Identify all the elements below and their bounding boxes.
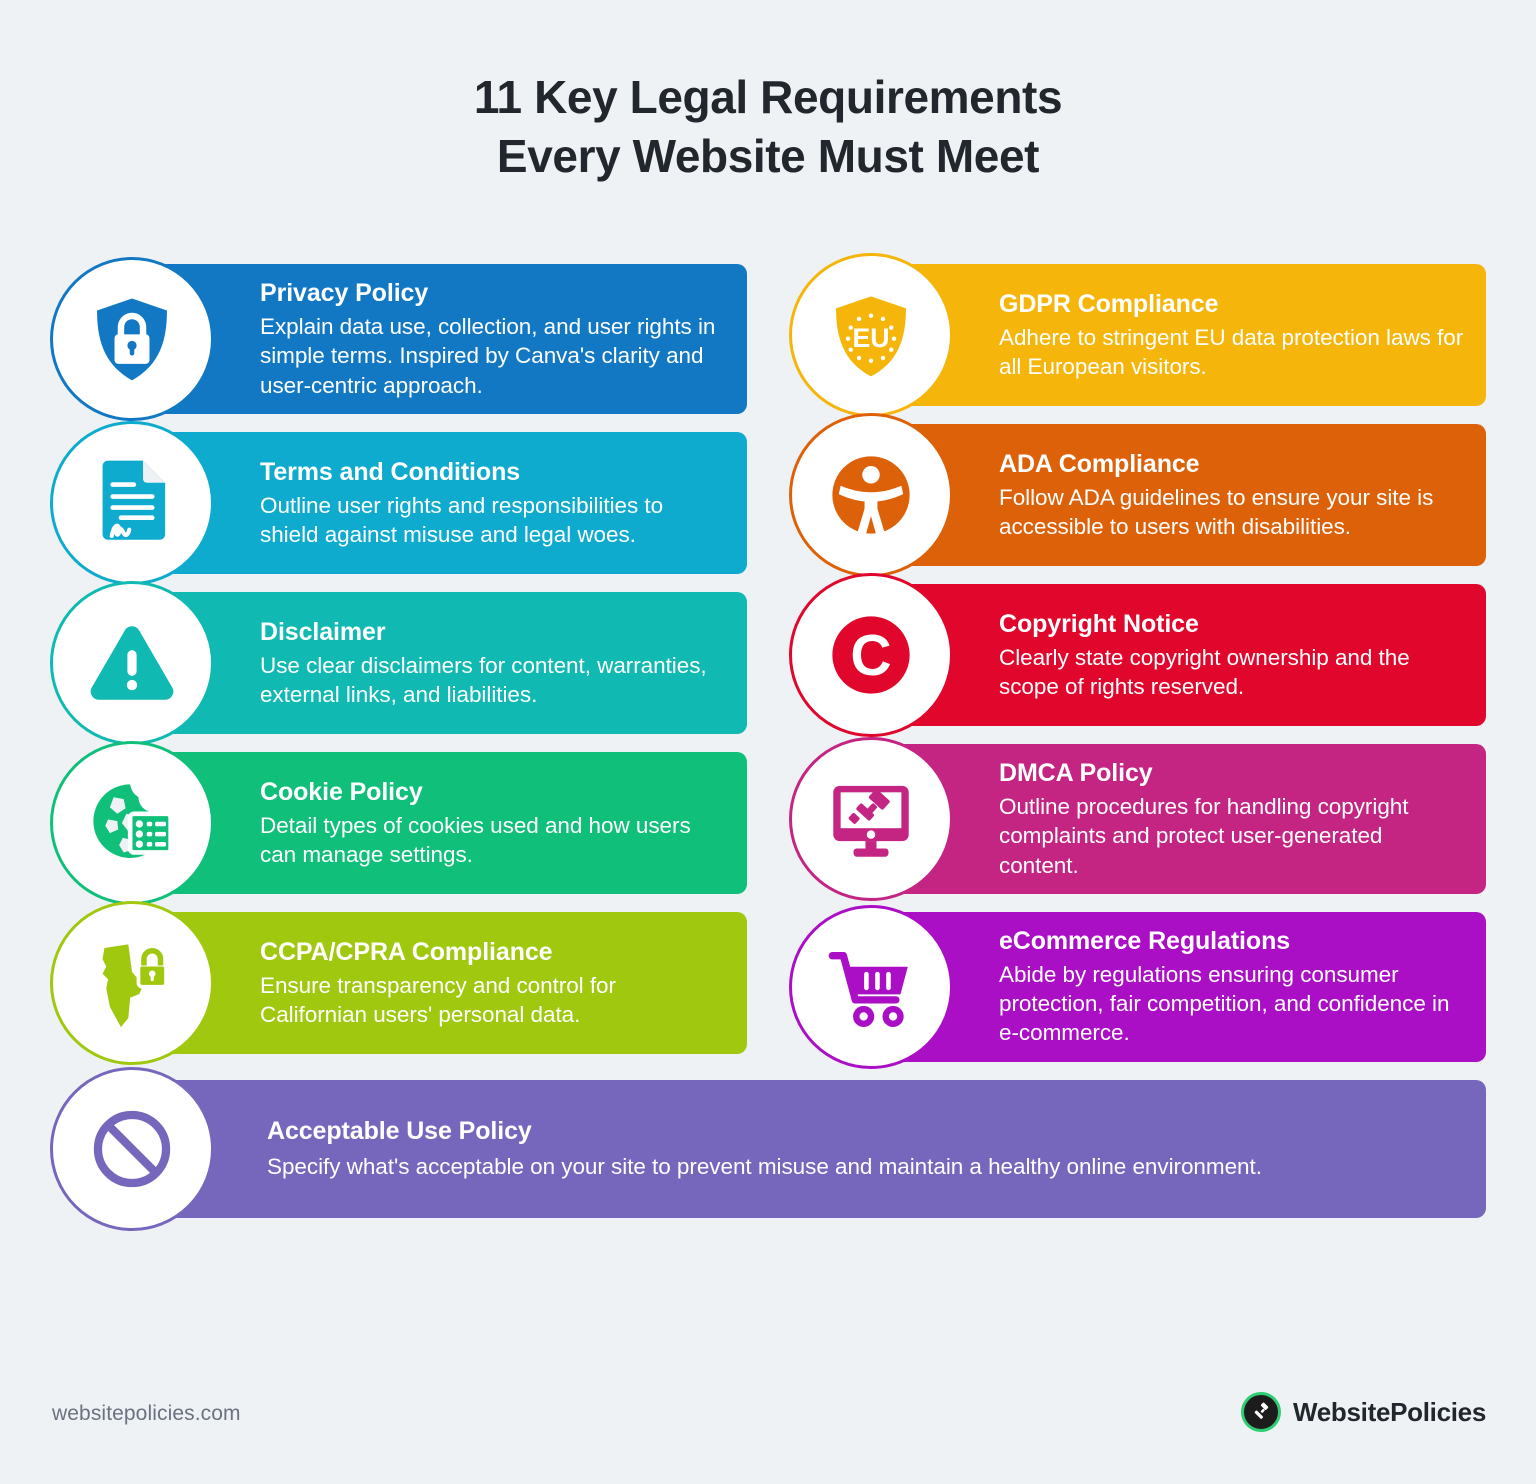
california-lock-icon [50, 900, 214, 1065]
card-title: eCommerce Regulations [999, 926, 1291, 955]
card-description: Specify what's acceptable on your site t… [267, 1153, 1262, 1179]
brand-logo[interactable]: WebsitePolicies [1241, 1392, 1486, 1432]
card-description: Outline procedures for handling copyrigh… [999, 794, 1409, 878]
card-title: Privacy Policy [260, 279, 429, 307]
card-description: Abide by regulations ensuring consumer p… [999, 961, 1450, 1046]
title-line-2: Every Website Must Meet [496, 129, 1040, 182]
card-description: Use clear disclaimers for content, warra… [260, 652, 707, 707]
card-description: Explain data use, collection, and user r… [260, 314, 716, 398]
card-title: Terms and Conditions [260, 457, 521, 486]
card-title: DMCA Policy [999, 759, 1153, 787]
prohibited-icon [50, 1066, 214, 1231]
page-title: 11 Key Legal Requirements Every Website … [0, 68, 1536, 186]
shield-lock-icon [50, 256, 214, 421]
card-description: Detail types of cookies used and how use… [260, 812, 691, 867]
card-title: Copyright Notice [999, 609, 1199, 638]
signed-document-icon [50, 420, 214, 585]
copyright-icon: C [789, 573, 953, 737]
warning-triangle-icon [50, 580, 214, 745]
svg-text:EU: EU [852, 323, 889, 353]
card-title: CCPA/CPRA Compliance [260, 937, 553, 966]
card-title: ADA Compliance [999, 449, 1200, 478]
svg-text:C: C [850, 624, 891, 688]
title-line-1: 11 Key Legal Requirements [473, 71, 1063, 123]
card-description: Follow ADA guidelines to ensure your sit… [999, 484, 1434, 539]
card-title: Cookie Policy [260, 777, 423, 806]
card-title: GDPR Compliance [999, 289, 1219, 318]
shopping-cart-icon [789, 904, 953, 1069]
accessibility-icon [789, 413, 953, 577]
card-description: Outline user rights and responsibilities… [260, 492, 664, 547]
footer-url[interactable]: websitepolicies.com [52, 1402, 241, 1425]
cookie-settings-icon [50, 740, 214, 905]
eu-shield-icon: EU [789, 253, 953, 417]
monitor-gavel-icon [789, 736, 953, 901]
card-title: Acceptable Use Policy [267, 1116, 532, 1145]
brand-name: WebsitePolicies [1293, 1396, 1486, 1427]
card-description: Clearly state copyright ownership and th… [999, 644, 1410, 699]
card-title: Disclaimer [260, 617, 386, 646]
gavel-icon [1241, 1392, 1281, 1432]
card-description: Ensure transparency and control for Cali… [260, 972, 616, 1027]
card-description: Adhere to stringent EU data protection l… [999, 324, 1464, 379]
